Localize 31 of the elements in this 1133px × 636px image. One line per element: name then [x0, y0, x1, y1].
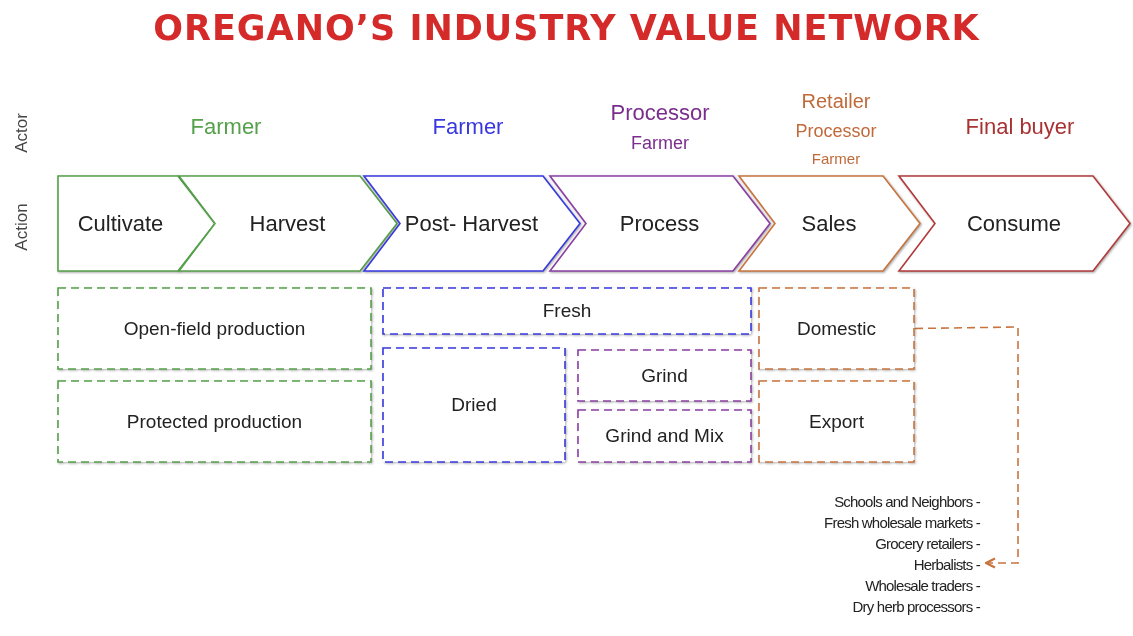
- actor-label: Farmer: [190, 114, 262, 140]
- actor-label: Farmer: [432, 114, 504, 140]
- list-item: Fresh wholesale markets -: [824, 513, 980, 533]
- step-label: Grind and Mix: [605, 425, 724, 447]
- list-item: Grocery retailers -: [875, 534, 980, 554]
- step-label: Harvest: [249, 211, 326, 236]
- row-label: Actor: [12, 113, 32, 153]
- step-label: Sales: [801, 211, 857, 236]
- connector-arrow: [914, 326, 1019, 569]
- step-label: Fresh: [542, 300, 592, 322]
- list-item: Herbalists -: [913, 555, 980, 575]
- actor-label: Processor: [610, 100, 710, 126]
- actor-label: Farmer: [631, 132, 689, 154]
- actor-label: Processor: [795, 120, 877, 142]
- list-item: Wholesale traders -: [865, 576, 980, 596]
- actor-label: Final buyer: [965, 114, 1075, 140]
- title: OREGANO’S INDUSTRY VALUE NETWORK: [152, 8, 981, 48]
- row-label: Action: [12, 203, 32, 251]
- step-label: Dried: [451, 394, 497, 416]
- actor-label: Retailer: [801, 89, 871, 113]
- step-label: Post- Harvest: [404, 211, 539, 236]
- step-label: Domestic: [796, 317, 877, 340]
- step-label: Consume: [966, 211, 1062, 236]
- list-item: Dry herb processors -: [852, 597, 980, 617]
- step-label: Protected production: [126, 410, 303, 433]
- step-label: Process: [619, 211, 700, 236]
- step-label: Export: [809, 410, 864, 433]
- list-item: Schools and Neighbors -: [834, 492, 980, 512]
- actor-label: Farmer: [811, 149, 861, 167]
- step-label: Grind: [641, 364, 688, 387]
- step-label: Open-field production: [123, 317, 306, 340]
